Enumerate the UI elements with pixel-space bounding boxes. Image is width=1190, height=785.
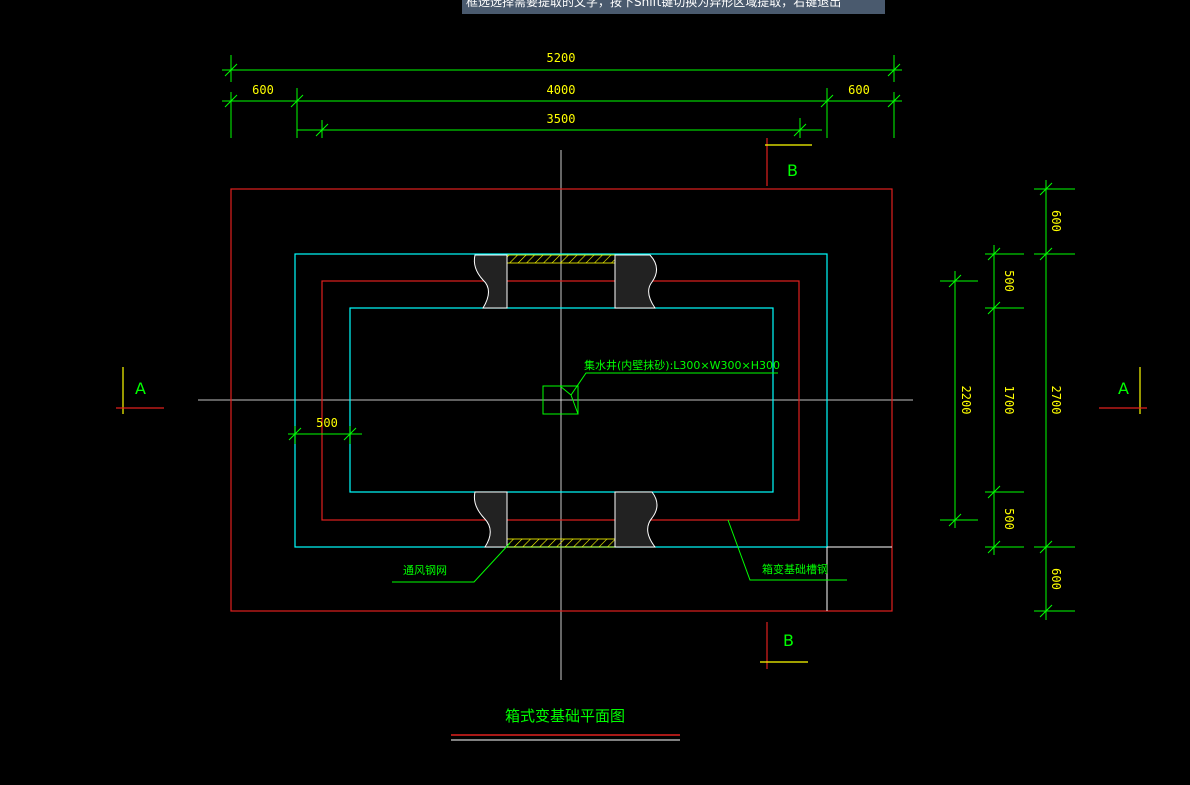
steel-label: 箱变基础槽钢 (762, 562, 828, 576)
cyan-inner-pit[interactable] (349, 307, 774, 493)
section-b-top[interactable] (765, 138, 812, 186)
dim-right-e: 600 (1049, 568, 1063, 590)
dim-top-mid: 4000 (547, 83, 576, 97)
section-a-right-label: A (1118, 379, 1129, 398)
right-dimensions (940, 180, 1075, 620)
red-inner-channel[interactable] (321, 280, 800, 521)
section-b-bottom[interactable] (760, 622, 808, 669)
top-dimensions (222, 55, 902, 138)
steel-leader (727, 519, 847, 581)
dim-top-inner: 3500 (547, 112, 576, 126)
section-a-left[interactable] (116, 367, 164, 414)
dim-right-d: 500 (1002, 508, 1016, 530)
section-a-right[interactable] (1099, 367, 1147, 414)
dim-right-inner: 2200 (959, 386, 973, 415)
left-offset-dim (288, 426, 362, 444)
extract-tooltip: 框选选择需要提取的文字，按下Shift键切换为异形区域提取，右键退出 (462, 0, 885, 14)
dim-right-b: 500 (1002, 270, 1016, 292)
dim-right-total: 2700 (1049, 386, 1063, 415)
center-lines (198, 150, 913, 680)
section-b-top-label: B (787, 161, 798, 180)
dim-right-a: 600 (1049, 210, 1063, 232)
drawing-title: 箱式变基础平面图 (505, 707, 625, 725)
dim-top-left: 600 (252, 83, 274, 97)
dim-top-right: 600 (848, 83, 870, 97)
section-a-left-label: A (135, 379, 146, 398)
sump-label: 集水井(内壁抹砂):L300×W300×H300 (584, 358, 780, 372)
sump-leader (570, 372, 778, 396)
vent-label: 通风钢网 (403, 564, 447, 577)
dim-left-offset: 500 (316, 416, 338, 430)
section-b-bottom-label: B (783, 631, 794, 650)
outer-foundation-outline[interactable] (230, 188, 893, 612)
vent-leader (392, 542, 511, 583)
vent-opening-top[interactable] (473, 254, 657, 309)
white-edge-lines (826, 546, 892, 611)
vent-opening-bottom[interactable] (473, 491, 658, 548)
dim-top-total: 5200 (547, 51, 576, 65)
dim-right-c: 1700 (1002, 386, 1016, 415)
title-underline (451, 734, 680, 741)
